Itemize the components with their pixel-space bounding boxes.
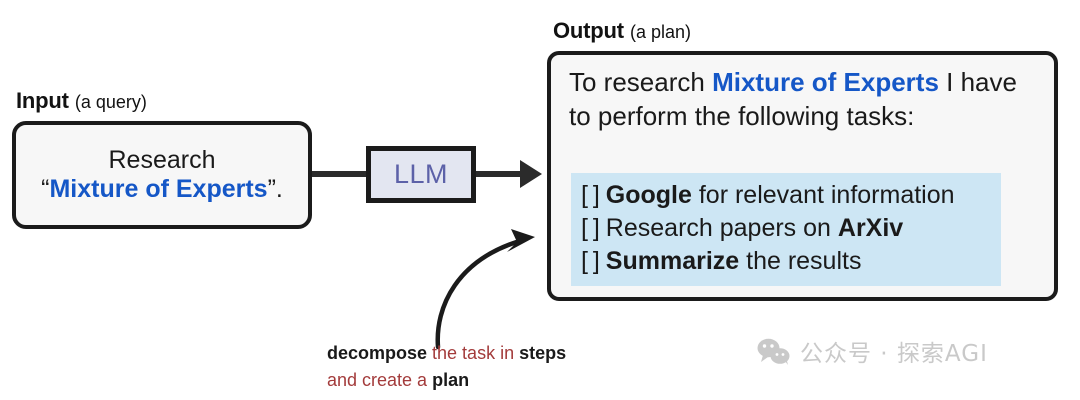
task-bold-term: Google [605,181,692,209]
output-section-label: Output (a plan) [553,18,691,44]
connector-input-to-llm [312,171,368,177]
output-topic-highlight: Mixture of Experts [712,67,939,97]
connector-llm-to-output [476,171,522,177]
output-intro-part1: To research [569,67,713,97]
input-section-label: Input (a query) [16,88,147,114]
task-checkbox-icon[interactable]: [ ] [581,214,600,242]
input-query-line1: Research [108,145,216,174]
input-topic-highlight: Mixture of Experts [49,175,268,203]
task-bold-term: Summarize [605,247,740,275]
task-item: [ ] Summarize the results [581,245,991,278]
output-plan-box: To research Mixture of Experts I have to… [547,51,1058,301]
task-item: [ ] Google for relevant information [581,179,991,212]
task-rest-text: the results [739,247,862,275]
annotation-word-decompose: decompose [327,343,428,363]
task-item: [ ] Research papers on ArXiv [581,212,991,245]
wechat-logo-icon [757,338,790,365]
input-label-strong: Input [16,88,69,113]
output-intro-text: To research Mixture of Experts I have to… [569,65,1039,134]
annotation-word-and-create-a: and create a [327,370,433,390]
input-quote-close: ”. [267,175,283,203]
annotation-word-steps: steps [519,343,567,363]
input-query-box: Research “Mixture of Experts”. [12,121,312,229]
task-plain-text: Research papers on [605,214,838,242]
decompose-annotation: decompose the task in steps and create a… [327,340,597,394]
task-checklist: [ ] Google for relevant information [ ] … [571,173,1001,286]
annotation-word-the-task-in: the task in [427,343,520,363]
llm-node-label: LLM [393,159,449,189]
output-label-strong: Output [553,18,624,43]
llm-node: LLM [366,146,476,203]
task-rest-text: for relevant information [691,181,955,209]
input-query-line2: “Mixture of Experts”. [41,175,283,205]
annotation-word-plan: plan [432,370,470,390]
decompose-curved-arrow-icon [435,229,535,350]
output-intro-part2: I have to perform the following tasks: [569,67,1017,132]
arrowhead-icon [520,160,542,188]
input-quote-open: “ [41,175,50,203]
task-bold-term: ArXiv [837,214,904,242]
watermark-text: 公众号 · 探索AGI [800,341,988,367]
wechat-watermark: 公众号 · 探索AGI [757,334,988,368]
task-checkbox-icon[interactable]: [ ] [581,181,600,209]
task-checkbox-icon[interactable]: [ ] [581,247,600,275]
input-label-sub: (a query) [74,92,147,112]
output-label-sub: (a plan) [630,22,692,42]
